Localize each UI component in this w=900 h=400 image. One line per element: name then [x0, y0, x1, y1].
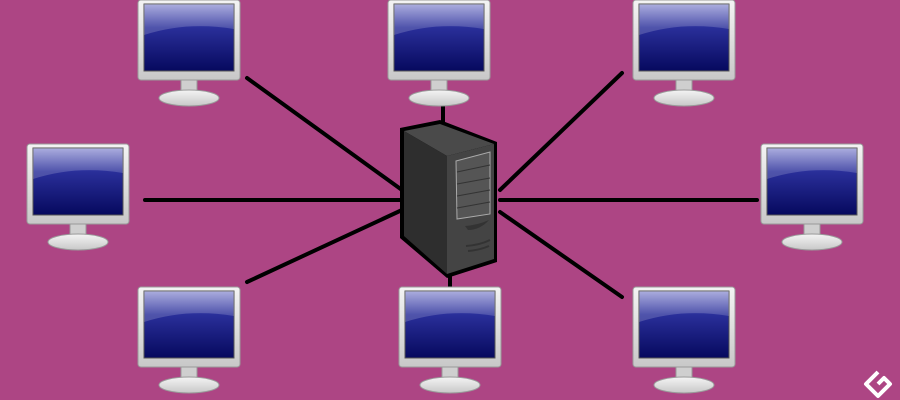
monitor-icon-middle-left — [26, 143, 130, 251]
monitor-icon-top-right — [632, 0, 736, 107]
monitor-icon-bottom-right — [632, 286, 736, 394]
monitor-icon-bottom-center — [398, 286, 502, 394]
monitor-icon-top-center — [387, 0, 491, 107]
server-icon — [400, 120, 497, 278]
monitor-icon-middle-right — [760, 143, 864, 251]
link-top-left — [245, 76, 404, 192]
link-bottom-left — [245, 208, 404, 284]
link-top-right — [498, 71, 624, 192]
link-bottom-right — [498, 210, 624, 299]
monitor-icon-top-left — [137, 0, 241, 107]
brand-logo-icon — [864, 370, 892, 398]
links — [143, 71, 759, 299]
monitor-icon-bottom-left — [137, 286, 241, 394]
